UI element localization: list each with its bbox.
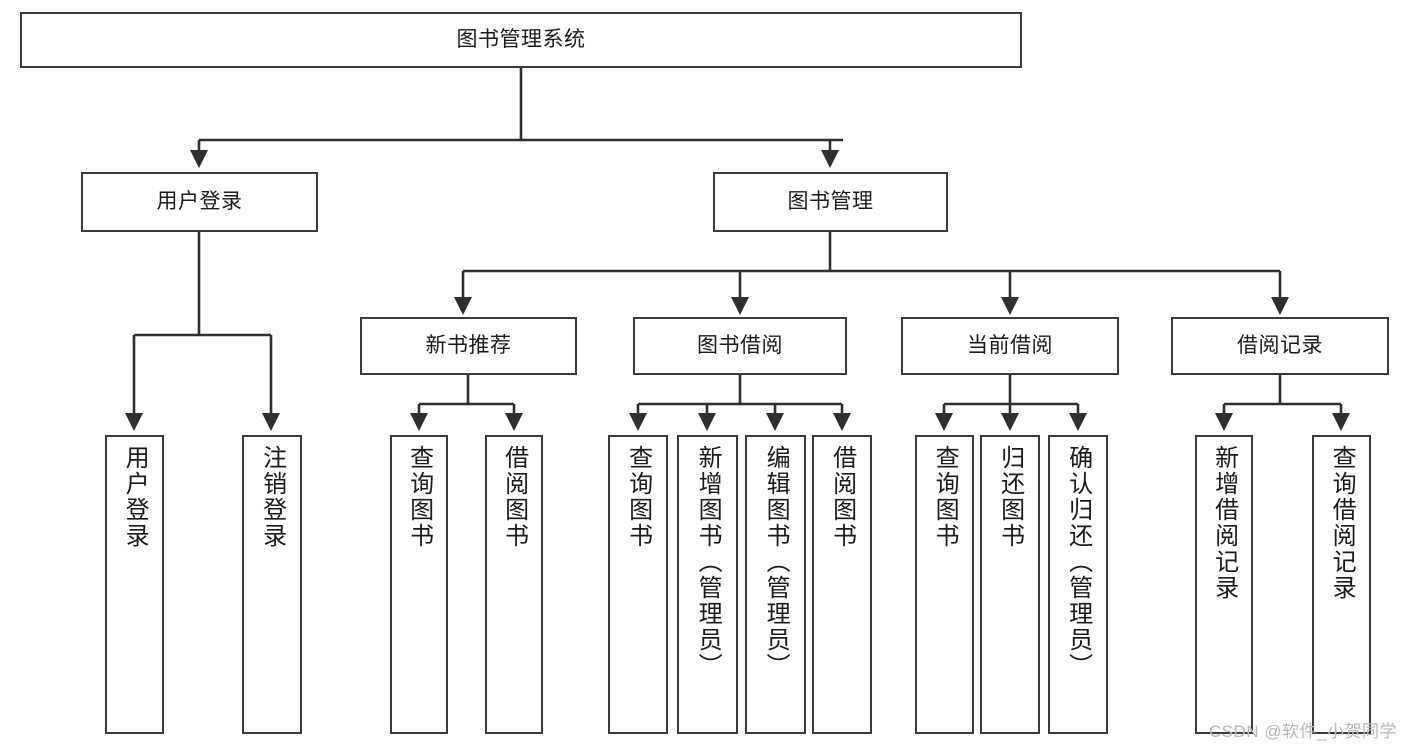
node-label: 图书管理 <box>787 190 874 214</box>
node-label: 查询图书 <box>624 445 652 549</box>
node-label: 借阅图书 <box>828 445 856 549</box>
node-user-login[interactable]: 用户登录 <box>81 172 318 232</box>
node-book-management[interactable]: 图书管理 <box>713 172 948 232</box>
node-borrow-record[interactable]: 借阅记录 <box>1171 317 1389 375</box>
node-current-borrow[interactable]: 当前借阅 <box>901 317 1119 375</box>
node-label: 查询图书 <box>931 445 959 549</box>
leaf-new-book-query-book[interactable]: 查询图书 <box>390 435 448 734</box>
node-label: 编辑图书（管理员） <box>762 445 790 679</box>
node-label: 查询图书 <box>405 445 433 549</box>
leaf-current-borrow-return-book[interactable]: 归还图书 <box>980 435 1040 734</box>
csdn-watermark: CSDN @软件_小贺同学 <box>1208 722 1397 741</box>
node-label: 新增图书（管理员） <box>694 445 722 679</box>
node-label: 借阅记录 <box>1237 334 1323 358</box>
leaf-user-login-login[interactable]: 用户登录 <box>105 435 164 734</box>
leaf-new-book-borrow-book[interactable]: 借阅图书 <box>485 435 543 734</box>
leaf-book-borrow-edit-book-admin[interactable]: 编辑图书（管理员） <box>745 435 806 734</box>
node-label: 新书推荐 <box>425 334 512 358</box>
leaf-current-borrow-confirm-return-admin[interactable]: 确认归还（管理员） <box>1048 435 1108 734</box>
node-label: 注销登录 <box>258 445 286 549</box>
leaf-borrow-record-query-record[interactable]: 查询借阅记录 <box>1312 435 1371 734</box>
node-label: 确认归还（管理员） <box>1064 445 1092 679</box>
node-label: 用户登录 <box>156 190 243 214</box>
node-label: 用户登录 <box>121 445 149 549</box>
node-label: 查询借阅记录 <box>1328 445 1356 601</box>
node-root-book-management-system[interactable]: 图书管理系统 <box>20 12 1022 68</box>
leaf-book-borrow-add-book-admin[interactable]: 新增图书（管理员） <box>677 435 738 734</box>
node-label: 图书借阅 <box>697 334 783 358</box>
node-book-borrow[interactable]: 图书借阅 <box>633 317 847 375</box>
node-label: 归还图书 <box>996 445 1024 549</box>
leaf-current-borrow-query-book[interactable]: 查询图书 <box>915 435 974 734</box>
leaf-user-login-logout[interactable]: 注销登录 <box>242 435 302 734</box>
node-new-book-recommend[interactable]: 新书推荐 <box>360 317 577 375</box>
leaf-book-borrow-query-book[interactable]: 查询图书 <box>608 435 668 734</box>
leaf-borrow-record-add-record[interactable]: 新增借阅记录 <box>1195 435 1253 734</box>
node-label: 新增借阅记录 <box>1210 445 1238 601</box>
node-label: 当前借阅 <box>967 334 1053 358</box>
leaf-book-borrow-borrow-book[interactable]: 借阅图书 <box>812 435 872 734</box>
node-label: 借阅图书 <box>500 445 528 549</box>
node-label: 图书管理系统 <box>456 28 586 52</box>
